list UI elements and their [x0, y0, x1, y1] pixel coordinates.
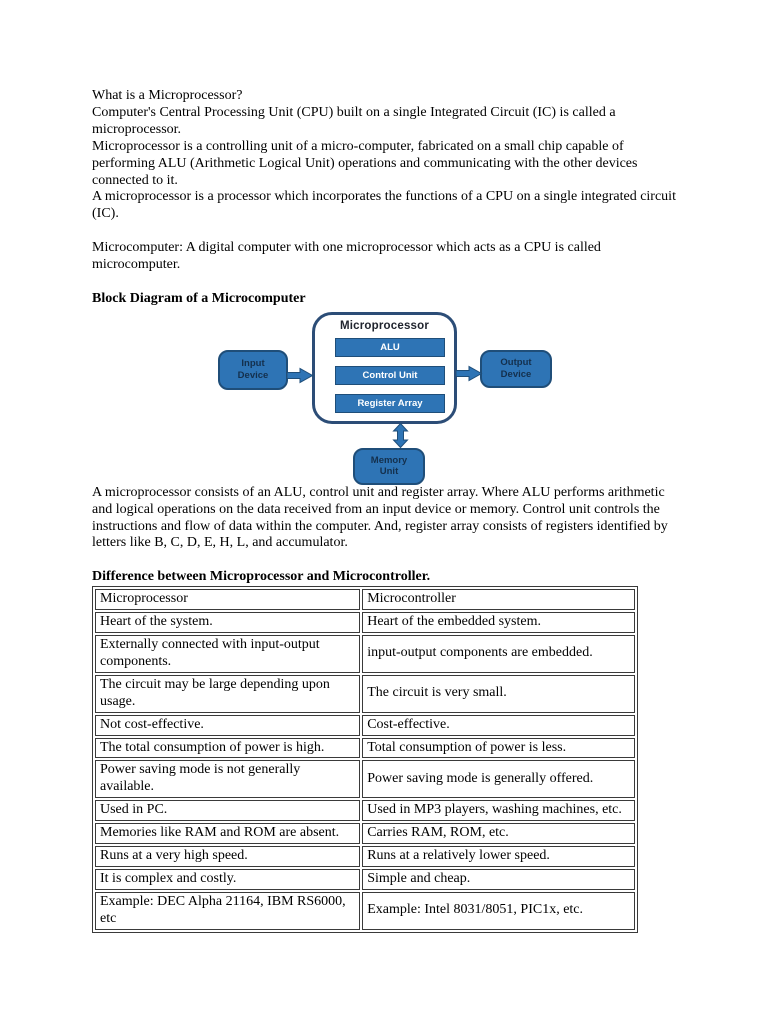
table-cell: Total consumption of power is less.	[362, 737, 635, 759]
microcomputer-note: Microcomputer: A digital computer with o…	[92, 240, 601, 273]
intro-line-2: Microprocessor is a controlling unit of …	[92, 138, 638, 188]
document-content: What is a Microprocessor? Computer's Cen…	[92, 88, 677, 933]
table-cell: Example: Intel 8031/8051, PIC1x, etc.	[362, 891, 635, 930]
table-cell: Externally connected with input-output c…	[95, 634, 361, 673]
table-row: Externally connected with input-output c…	[95, 634, 635, 673]
table-cell: Carries RAM, ROM, etc.	[362, 823, 635, 845]
table-row: Power saving mode is not generally avail…	[95, 760, 635, 799]
table-cell: Memories like RAM and ROM are absent.	[95, 823, 361, 845]
table-cell: Runs at a relatively lower speed.	[362, 846, 635, 867]
output-device-label: Output Device	[500, 357, 532, 380]
table-row: Memories like RAM and ROM are absent. Ca…	[95, 823, 635, 845]
table-cell: The circuit is very small.	[362, 674, 635, 713]
output-device-block: Output Device	[480, 349, 552, 388]
spacer	[92, 223, 677, 240]
intro-line-3: A microprocessor is a processor which in…	[92, 189, 676, 222]
intro-line-1: Computer's Central Processing Unit (CPU)…	[92, 104, 616, 137]
input-device-label: Input Device	[237, 358, 269, 381]
intro-paragraph: What is a Microprocessor? Computer's Cen…	[92, 88, 677, 223]
table-row: Runs at a very high speed. Runs at a rel…	[95, 846, 635, 867]
table-row: It is complex and costly. Simple and che…	[95, 868, 635, 890]
table-cell: It is complex and costly.	[95, 868, 361, 890]
spacer	[92, 552, 677, 569]
table-cell: Simple and cheap.	[362, 868, 635, 890]
table-row: Heart of the system. Heart of the embedd…	[95, 612, 635, 633]
diagram-heading: Block Diagram of a Microcomputer	[92, 290, 306, 306]
table-cell: The circuit may be large depending upon …	[95, 674, 361, 713]
table-header-row: Microprocessor Microcontroller	[95, 589, 635, 611]
table-header-cell: Microprocessor	[95, 589, 361, 611]
table-cell: Not cost-effective.	[95, 714, 361, 736]
control-unit-block: Control Unit	[335, 365, 445, 385]
microcomputer-block-diagram: Microprocessor ALU Control Unit Register…	[215, 308, 555, 485]
table-row: The total consumption of power is high. …	[95, 737, 635, 759]
table-cell: Cost-effective.	[362, 714, 635, 736]
table-cell: Used in MP3 players, washing machines, e…	[362, 800, 635, 822]
comparison-table: Microprocessor Microcontroller Heart of …	[92, 586, 638, 933]
table-cell: Heart of the embedded system.	[362, 612, 635, 633]
table-cell: Power saving mode is not generally avail…	[95, 760, 361, 799]
double-arrow-vertical-icon	[392, 422, 409, 448]
spacer	[92, 274, 677, 291]
table-cell: Heart of the system.	[95, 612, 361, 633]
question-title: What is a Microprocessor?	[92, 88, 243, 103]
register-array-block: Register Array	[335, 393, 445, 413]
table-row: Example: DEC Alpha 21164, IBM RS6000, et…	[95, 891, 635, 930]
memory-unit-block: Memory Unit	[353, 447, 425, 485]
table-heading: Difference between Microprocessor and Mi…	[92, 569, 431, 585]
microprocessor-title: Microprocessor	[339, 319, 430, 332]
table-cell: The total consumption of power is high.	[95, 737, 361, 759]
table-cell: input-output components are embedded.	[362, 634, 635, 673]
description-paragraph: A microprocessor consists of an ALU, con…	[92, 484, 668, 551]
table-cell: Used in PC.	[95, 800, 361, 822]
alu-block: ALU	[335, 337, 445, 357]
arrow-right-icon	[287, 367, 314, 384]
table-row: Used in PC. Used in MP3 players, washing…	[95, 800, 635, 822]
table-header-cell: Microcontroller	[362, 589, 635, 611]
table-row: Not cost-effective. Cost-effective.	[95, 714, 635, 736]
table-cell: Power saving mode is generally offered.	[362, 760, 635, 799]
input-device-block: Input Device	[218, 349, 288, 390]
memory-unit-label: Memory Unit	[370, 454, 408, 478]
table-cell: Runs at a very high speed.	[95, 846, 361, 867]
table-row: The circuit may be large depending upon …	[95, 674, 635, 713]
arrow-right-icon	[456, 365, 483, 382]
table-cell: Example: DEC Alpha 21164, IBM RS6000, et…	[95, 891, 361, 930]
